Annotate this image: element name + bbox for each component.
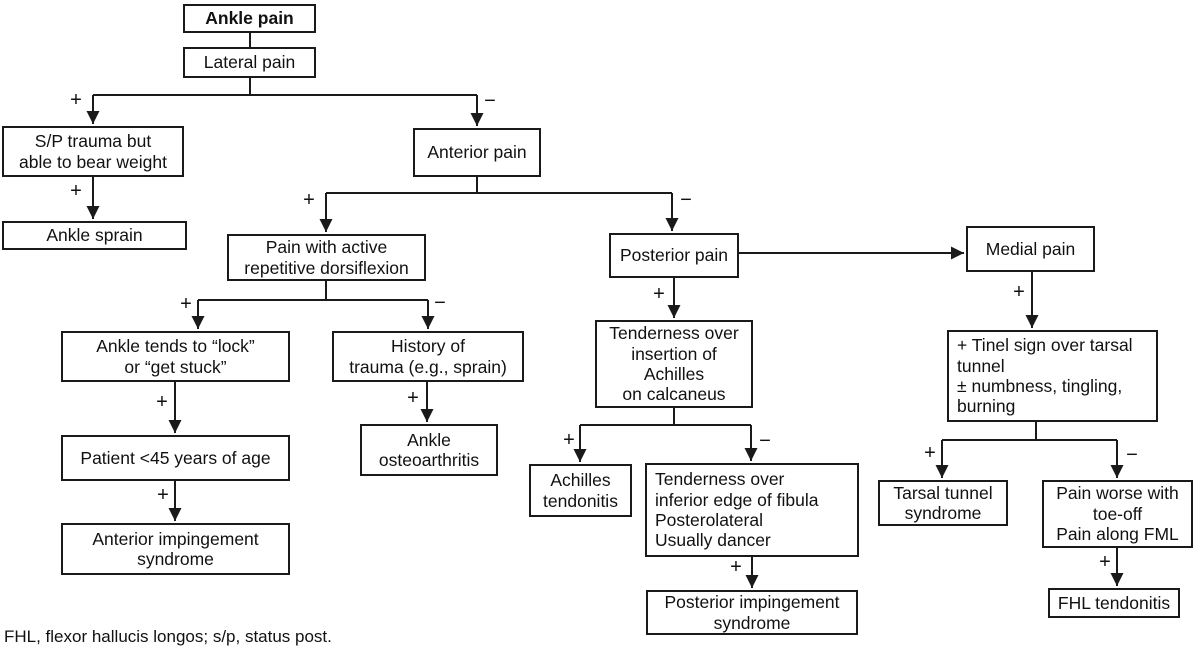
- node-lateral-pain: Lateral pain: [183, 47, 316, 78]
- node-tenderness-achilles: Tenderness over insertion of Achilles on…: [595, 320, 753, 408]
- node-ankle-osteoarthritis: Ankle osteoarthritis: [360, 424, 498, 476]
- node-history-trauma: History of trauma (e.g., sprain): [332, 331, 524, 382]
- node-posterior-impingement: Posterior impingement syndrome: [646, 590, 858, 635]
- node-ankle-sprain: Ankle sprain: [2, 221, 187, 250]
- edge-label-dorsiflexion-positive: +: [180, 293, 192, 315]
- edge-label-posteriorpain-positive: +: [653, 283, 665, 305]
- edge-label-anterior-positive: +: [303, 189, 315, 211]
- edge-label-history-positive: +: [407, 387, 419, 409]
- edge-label-patient45-positive: +: [157, 484, 169, 506]
- edge-label-anterior-negative: −: [680, 189, 692, 211]
- edge-label-tinel-positive: +: [924, 442, 936, 464]
- node-posterior-pain: Posterior pain: [609, 233, 739, 278]
- edge-label-fibula-positive: +: [730, 556, 742, 578]
- node-medial-pain: Medial pain: [966, 226, 1095, 272]
- node-ankle-pain: Ankle pain: [183, 4, 316, 33]
- node-patient-under-45: Patient <45 years of age: [61, 435, 290, 481]
- edge-label-lateral-negative: −: [484, 90, 496, 112]
- node-fhl-tendonitis: FHL tendonitis: [1048, 588, 1180, 618]
- node-lock-stuck: Ankle tends to “lock” or “get stuck”: [61, 331, 290, 382]
- node-anterior-pain: Anterior pain: [413, 128, 541, 177]
- abbreviation-footnote: FHL, flexor hallucis longos; s/p, status…: [4, 627, 332, 646]
- edge-label-lockstuck-positive: +: [156, 391, 168, 413]
- edge-label-tenderness-negative: −: [759, 430, 771, 452]
- node-pain-toe-off: Pain worse with toe-off Pain along FML: [1042, 480, 1193, 548]
- edge-label-tenderness-positive: +: [563, 429, 575, 451]
- node-achilles-tendonitis: Achilles tendonitis: [529, 464, 632, 517]
- edge-label-dorsiflexion-negative: −: [434, 292, 446, 314]
- node-anterior-impingement: Anterior impingement syndrome: [61, 523, 290, 575]
- node-tinel-sign: + Tinel sign over tarsal tunnel ± numbne…: [947, 330, 1158, 422]
- edge-label-lateral-positive: +: [70, 89, 82, 111]
- edge-label-sptrauma-positive: +: [70, 180, 82, 202]
- node-tenderness-fibula: Tenderness over inferior edge of fibula …: [645, 463, 859, 557]
- edge-label-toeoff-positive: +: [1099, 551, 1111, 573]
- edge-label-tinel-negative: −: [1126, 444, 1138, 466]
- node-dorsiflexion: Pain with active repetitive dorsiflexion: [227, 234, 426, 281]
- node-tarsal-tunnel: Tarsal tunnel syndrome: [878, 480, 1008, 526]
- node-sp-trauma: S/P trauma but able to bear weight: [2, 126, 184, 177]
- edge-label-medialpain-positive: +: [1013, 281, 1025, 303]
